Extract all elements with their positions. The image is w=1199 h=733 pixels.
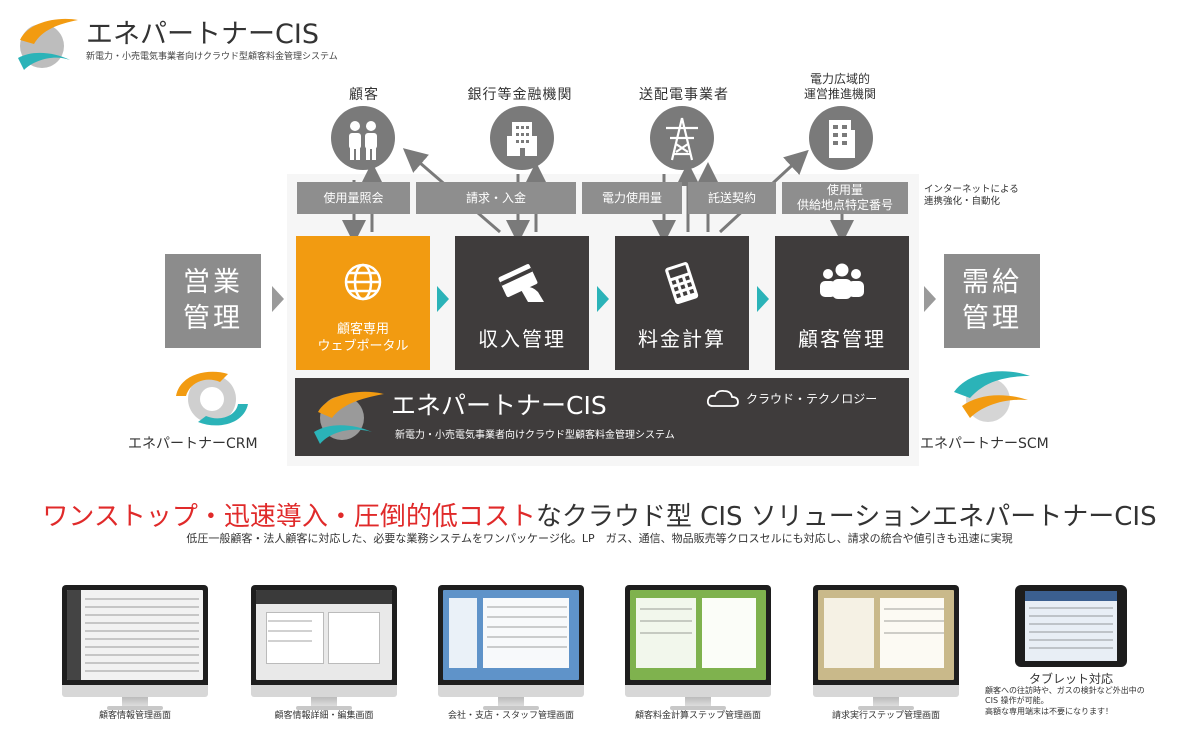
chevron-right-icon <box>757 286 769 312</box>
tablet-title: タブレット対応 <box>1028 672 1113 686</box>
bank-label: 銀行等金融機関 <box>467 87 573 103</box>
consignment-label: 託送契約 <box>688 182 776 214</box>
main-tagline: ワンストップ・迅速導入・圧倒的低コストなクラウド型 CIS ソリューションエネパ… <box>0 496 1199 533</box>
scm-label: エネパートナーSCM <box>920 436 1049 452</box>
customer-label: 顧客 <box>349 87 379 103</box>
screen-billing-step <box>630 590 766 680</box>
cis-bar-logo <box>308 388 388 450</box>
calculator-icon <box>665 262 699 305</box>
cis-bar-title: エネパートナーCIS <box>391 391 607 420</box>
monitor-invoice-step <box>813 585 959 710</box>
monitor-customer-detail <box>251 585 397 710</box>
payment-card-icon <box>498 264 544 302</box>
tablet-screen <box>1025 591 1117 661</box>
scm-logo <box>944 366 1034 430</box>
web-portal-module: 顧客専用 ウェブポータル <box>296 236 430 370</box>
chevron-right-icon <box>924 286 936 312</box>
web-portal-line1: 顧客専用 <box>336 322 389 338</box>
billing-calculation-module: 料金計算 <box>615 236 749 370</box>
internet-note: インターネットによる 連携強化・自動化 <box>924 184 1019 208</box>
occto-label: 電力広域的 運営推進機関 <box>803 72 876 101</box>
usage-inquiry-label: 使用量照会 <box>297 182 410 214</box>
caption-company-staff: 会社・支店・スタッフ管理画面 <box>447 711 574 721</box>
cloud-technology-label: クラウド・テクノロジー <box>746 392 878 406</box>
chevron-right-icon <box>437 286 449 312</box>
office-building-icon <box>809 106 873 170</box>
globe-icon <box>344 263 382 301</box>
revenue-management-title: 収入管理 <box>478 327 566 351</box>
chevron-right-icon <box>597 286 609 312</box>
monitor-company-staff <box>438 585 584 710</box>
bank-building-icon <box>490 106 554 170</box>
cloud-icon <box>706 389 739 407</box>
tso-label: 送配電事業者 <box>639 87 729 103</box>
revenue-management-module: 収入管理 <box>455 236 589 370</box>
sales-management-box: 営業管理 <box>165 254 261 348</box>
supply-demand-box: 需給管理 <box>944 254 1040 348</box>
screen-customer-info <box>67 590 203 680</box>
customer-management-module: 顧客管理 <box>775 236 909 370</box>
cis-logo <box>14 14 80 70</box>
billing-payment-label: 請求・入金 <box>416 182 576 214</box>
tagline-description: 低圧一般顧客・法人顧客に対応した、必要な業務システムをワンパッケージ化。LP ガ… <box>186 532 1013 545</box>
caption-customer-detail: 顧客情報詳細・編集画面 <box>274 711 374 721</box>
screen-customer-detail <box>256 590 392 680</box>
power-usage-label: 電力使用量 <box>582 182 682 214</box>
web-portal-line2: ウェブポータル <box>317 339 409 355</box>
caption-invoice-step: 請求実行ステップ管理画面 <box>831 711 940 721</box>
screen-company-staff <box>443 590 579 680</box>
monitor-billing-step <box>625 585 771 710</box>
customer-management-title: 顧客管理 <box>798 327 886 351</box>
billing-calculation-title: 料金計算 <box>638 327 726 351</box>
tablet-device <box>1015 585 1127 667</box>
tablet-description: 顧客への往訪時や、ガスの検針など外出中の CIS 操作が可能。 高額な専用端末は… <box>985 686 1145 716</box>
monitor-customer-info <box>62 585 208 710</box>
crm-label: エネパートナーCRM <box>128 436 258 452</box>
group-icon <box>820 263 864 299</box>
power-tower-icon <box>650 106 714 170</box>
cis-bar-subtitle: 新電力・小売電気事業者向けクラウド型顧客料金管理システム <box>395 430 675 441</box>
tagline-rest: なクラウド型 CIS ソリューションエネパートナーCIS <box>535 502 1157 532</box>
header-subtitle: 新電力・小売電気事業者向けクラウド型顧客料金管理システム <box>86 52 338 62</box>
crm-logo <box>162 366 262 436</box>
header-title: エネパートナーCIS <box>86 19 319 50</box>
chevron-right-icon <box>272 286 284 312</box>
people-icon <box>331 106 395 170</box>
caption-customer-info: 顧客情報管理画面 <box>98 711 171 721</box>
cis-platform-bar <box>295 378 909 456</box>
usage-point-label: 使用量 供給地点特定番号 <box>782 182 908 214</box>
caption-billing-step: 顧客料金計算ステップ管理画面 <box>634 711 761 721</box>
tagline-highlight: ワンストップ・迅速導入・圧倒的低コスト <box>42 502 536 532</box>
screen-invoice-step <box>818 590 954 680</box>
